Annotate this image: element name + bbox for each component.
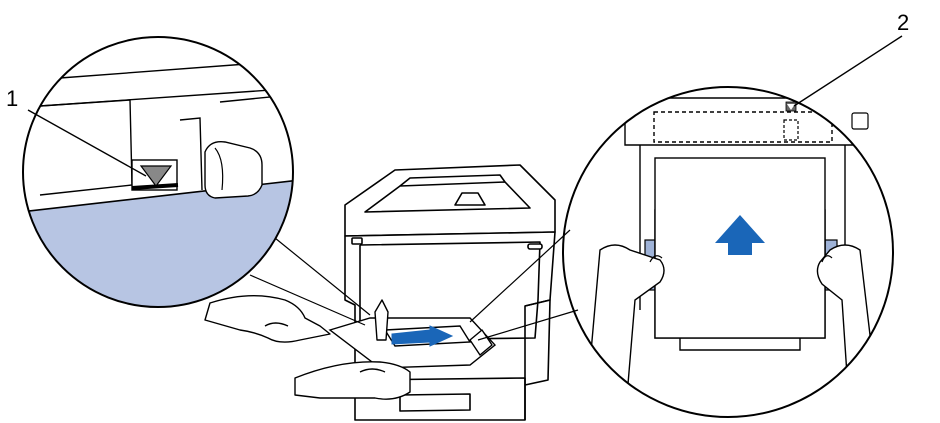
- zoom-line-right-b: [477, 309, 579, 341]
- callout-1-leader: [27, 109, 147, 177]
- hands-at-printer: [204, 294, 493, 400]
- callout-label-2: 2: [897, 10, 910, 35]
- tray-surface: [23, 180, 293, 307]
- zoom-detail-triangle-mark: [22, 36, 294, 308]
- callout-2-leader: [793, 35, 903, 107]
- callout-label-1: 1: [6, 86, 19, 111]
- up-arrow-icon: [715, 215, 765, 255]
- zoom-line-right-a: [469, 229, 571, 323]
- printer-led-icon: [527, 243, 543, 250]
- pdf-indicator-icon: [851, 112, 869, 130]
- printer-button-icon: [351, 237, 363, 245]
- triangle-mark-icon: [139, 165, 173, 187]
- zoom-line-left-b: [249, 274, 366, 326]
- feed-arrow-icon: [391, 325, 454, 347]
- zoom-detail-paper-guide: [562, 86, 894, 418]
- zoom-line-left-a: [274, 237, 371, 316]
